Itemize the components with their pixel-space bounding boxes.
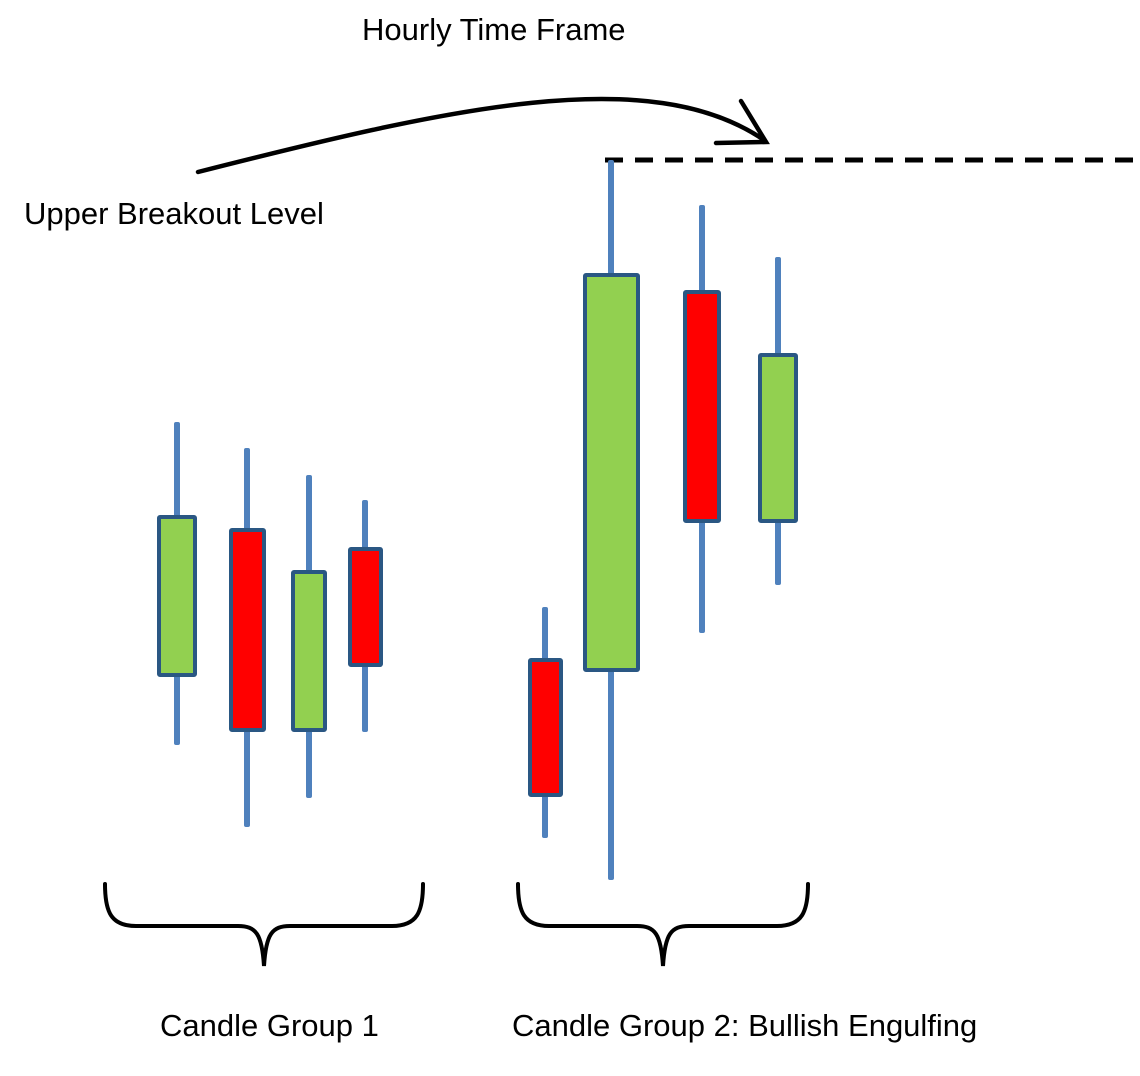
curved-arrow-head-icon <box>713 98 770 146</box>
brace-group1 <box>103 882 425 967</box>
candle-body-bearish <box>228 528 266 732</box>
diagram-title: Hourly Time Frame <box>362 12 626 47</box>
candle-body-bullish <box>758 353 798 523</box>
group1-label: Candle Group 1 <box>160 1008 379 1043</box>
candle-body-bullish <box>582 273 640 672</box>
candle-body-bearish <box>527 658 563 797</box>
candle-body-bearish <box>347 547 383 667</box>
candle-body-bearish <box>683 290 721 523</box>
candle-body-bullish <box>157 515 197 677</box>
curved-arrow <box>195 96 767 175</box>
upper-breakout-label: Upper Breakout Level <box>24 196 324 231</box>
group2-label: Candle Group 2: Bullish Engulfing <box>512 1008 978 1043</box>
candle-body-bullish <box>291 570 327 732</box>
brace-group2 <box>516 882 810 967</box>
